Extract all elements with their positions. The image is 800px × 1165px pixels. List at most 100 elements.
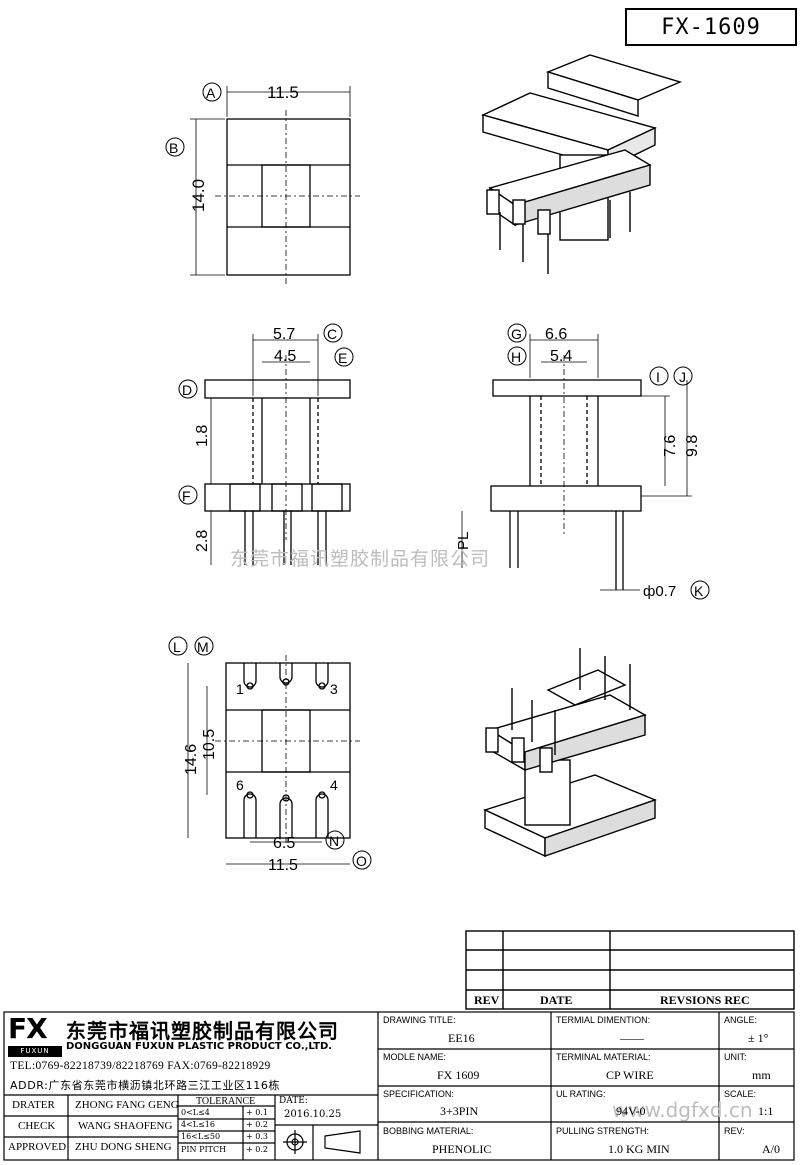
specification-label: SPECIFICATION: xyxy=(383,1089,454,1099)
dim-side-98: 9.8 xyxy=(684,435,701,457)
dim-bottom-105: 10.5 xyxy=(201,729,218,760)
drawing-title: EE16 xyxy=(448,1031,475,1045)
pulling-strength-label: PULLING STRENGTH: xyxy=(556,1126,650,1136)
terminal-dimention-label: TERMIAL DIMENTION: xyxy=(556,1015,651,1025)
dim-side-66: 6.6 xyxy=(545,326,567,343)
tolerance-range-4: PIN PITCH xyxy=(181,1145,227,1154)
dim-top-width: 11.5 xyxy=(267,83,299,102)
svg-text:A: A xyxy=(206,85,216,101)
drawing-title-label: DRAWING TITLE: xyxy=(383,1015,456,1025)
model-name-label: MODLE NAME: xyxy=(383,1052,447,1062)
check-name: WANG SHAOFENG xyxy=(78,1120,173,1132)
callout-o: O xyxy=(352,850,372,870)
svg-text:G: G xyxy=(511,326,522,342)
dim-bottom-115: 11.5 xyxy=(268,857,298,874)
scale-label: SCALE: xyxy=(724,1089,757,1099)
rev-header-date: DATE xyxy=(540,993,572,1007)
company-tel: TEL:0769-82218739/82218769 FAX:0769-8221… xyxy=(10,1060,271,1072)
rev-label: REV: xyxy=(724,1126,745,1136)
rev-header-revisions: REVSIONS REC xyxy=(660,993,750,1007)
unit-label: UNIT: xyxy=(724,1052,747,1062)
side-top-flange xyxy=(492,379,642,397)
approved-label: APPROVED xyxy=(8,1141,67,1153)
callout-m: M xyxy=(194,636,214,656)
svg-text:D: D xyxy=(182,382,192,398)
svg-text:N: N xyxy=(329,833,339,849)
dim-top-height: 14.0 xyxy=(189,179,208,212)
rev-header-rev: REV xyxy=(474,993,500,1007)
front-view xyxy=(204,334,351,565)
callout-h: H xyxy=(507,346,527,366)
watermark-url: www.dgfxd.cn xyxy=(612,1098,753,1122)
pin-number-3: 3 xyxy=(330,681,338,697)
bobbin-material-label: BOBBING MATERIAL: xyxy=(383,1126,474,1136)
company-logo: FX xyxy=(8,1012,48,1045)
side-bottom-flange xyxy=(490,485,642,512)
company-name-en: DONGGUAN FUXUN PLASTIC PRODUCT CO.,LTD. xyxy=(66,1041,333,1052)
callout-i: I xyxy=(649,366,669,386)
title-block xyxy=(3,1011,795,1161)
callout-k: K xyxy=(690,580,710,600)
svg-text:C: C xyxy=(327,326,337,342)
ul-rating-label: UL RATING: xyxy=(556,1089,606,1099)
tolerance-value-2: + 0.2 xyxy=(246,1120,268,1129)
svg-text:J: J xyxy=(679,369,686,385)
terminal-material: CP WIRE xyxy=(606,1068,654,1082)
company-logo-sub: FUXUN xyxy=(8,1046,62,1057)
isometric-view-top xyxy=(480,54,683,274)
unit-value: mm xyxy=(752,1068,771,1082)
svg-text:E: E xyxy=(338,350,347,366)
date-label: DATE: xyxy=(279,1096,308,1106)
front-top-flange xyxy=(204,379,351,399)
pin-number-1: 1 xyxy=(236,681,244,697)
dim-bottom-65: 6.5 xyxy=(273,835,295,852)
callout-b: B xyxy=(165,137,185,157)
dim-pin-dia: ф0.7 xyxy=(643,583,676,600)
callout-d: D xyxy=(178,379,198,399)
angle-value: ± 1° xyxy=(748,1031,769,1045)
terminal-material-label: TERMINAL MATERIAL: xyxy=(556,1052,651,1062)
svg-text:F: F xyxy=(182,488,191,504)
revision-table xyxy=(465,930,795,1010)
svg-text:K: K xyxy=(694,583,704,599)
bobbin-material: PHENOLIC xyxy=(432,1142,492,1156)
tolerance-value-3: + 0.3 xyxy=(246,1132,268,1141)
watermark-company: 东莞市福讯塑胶制品有限公司 xyxy=(230,548,491,570)
dim-front-45: 4.5 xyxy=(274,348,296,365)
svg-text:L: L xyxy=(173,639,181,655)
front-bottom-flange xyxy=(204,483,351,512)
bottom-view xyxy=(187,655,360,865)
svg-text:I: I xyxy=(656,369,660,385)
dim-pl: PL xyxy=(455,532,472,550)
svg-text:M: M xyxy=(197,639,209,655)
dim-front-18: 1.8 xyxy=(194,425,211,447)
terminal-dimention: —— xyxy=(620,1031,644,1045)
callout-l: L xyxy=(168,636,188,656)
top-view xyxy=(190,86,360,285)
model-name: FX 1609 xyxy=(437,1068,480,1082)
callout-c: C xyxy=(323,323,343,343)
ul-rating: 94V-0 xyxy=(616,1104,646,1118)
dim-bottom-146: 14.6 xyxy=(183,744,200,775)
bottom-view-outline xyxy=(225,662,351,839)
angle-label: ANGLE: xyxy=(724,1015,758,1025)
specification: 3+3PIN xyxy=(440,1104,479,1118)
callout-g: G xyxy=(507,323,527,343)
pulling-strength: 1.0 KG MIN xyxy=(608,1142,670,1156)
tolerance-label: TOLERANCE xyxy=(196,1096,256,1107)
check-label: CHECK xyxy=(18,1120,56,1132)
callout-j: J xyxy=(673,366,693,386)
dim-side-76: 7.6 xyxy=(662,435,679,457)
svg-text:O: O xyxy=(356,853,367,869)
tolerance-value-1: + 0.1 xyxy=(246,1108,268,1117)
pin-number-6: 6 xyxy=(236,777,244,793)
pin-number-4: 4 xyxy=(330,777,338,793)
drater-name: ZHONG FANG GENG xyxy=(75,1099,179,1111)
drater-label: DRATER xyxy=(12,1099,55,1111)
dim-side-54: 5.4 xyxy=(550,348,572,365)
side-view xyxy=(461,334,692,591)
dim-front-57: 5.7 xyxy=(273,326,295,343)
rev-value: A/0 xyxy=(762,1142,780,1156)
projection-symbol-cone xyxy=(324,1130,361,1154)
